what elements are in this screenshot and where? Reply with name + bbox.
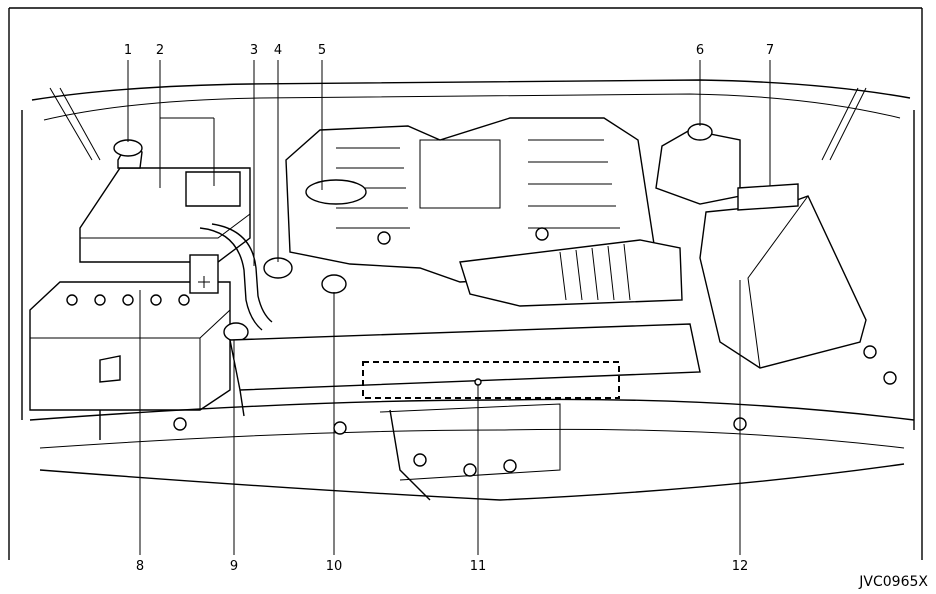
hood-outline — [21, 79, 915, 430]
radiator-support — [29, 323, 915, 501]
callout-10: 10 — [326, 559, 343, 574]
figure-frame — [8, 7, 923, 560]
callout-8: 8 — [136, 559, 144, 574]
location-box — [362, 361, 620, 399]
callout-2: 2 — [156, 43, 164, 58]
callout-3: 3 — [250, 43, 258, 58]
battery — [29, 254, 231, 440]
callout-1: 1 — [124, 43, 132, 58]
reservoir-caps — [223, 257, 347, 342]
engine-cover — [285, 117, 659, 283]
corrugated-hose — [199, 223, 273, 331]
location-marker — [474, 378, 482, 386]
fuse-relay-box — [79, 139, 251, 263]
callout-12: 12 — [732, 559, 749, 574]
callout-7: 7 — [766, 43, 774, 58]
callout-6: 6 — [696, 43, 704, 58]
figure-code: JVC0965X — [858, 574, 928, 590]
coolant-reservoir — [655, 123, 741, 205]
leader-lines — [127, 60, 771, 555]
callout-9: 9 — [230, 559, 238, 574]
callout-5: 5 — [318, 43, 326, 58]
callout-11: 11 — [470, 559, 487, 574]
callout-labels: 1 2 3 4 5 6 7 8 9 10 11 12 — [124, 43, 774, 574]
air-intake-duct — [459, 239, 683, 307]
callout-4: 4 — [274, 43, 282, 58]
air-cleaner — [699, 183, 867, 369]
